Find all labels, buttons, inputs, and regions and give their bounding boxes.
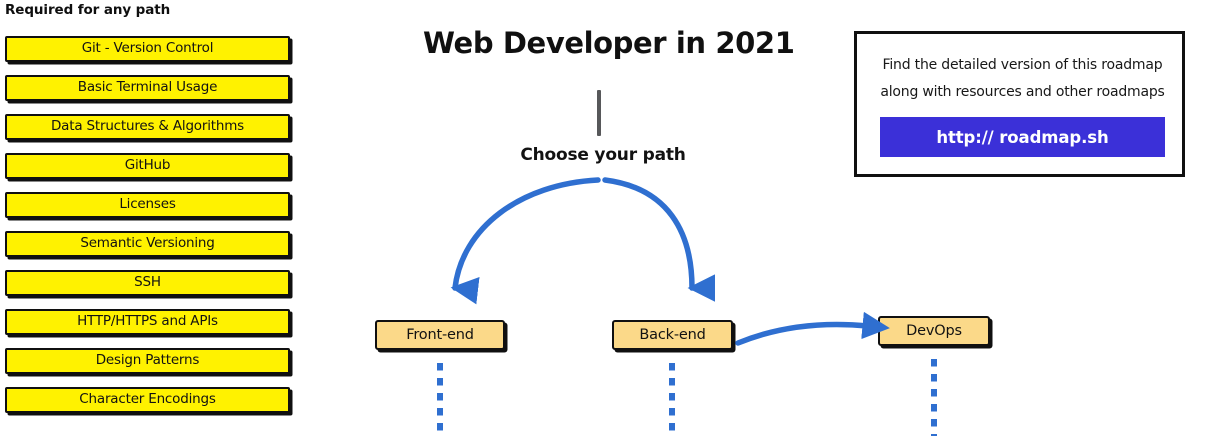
required-skill-bar[interactable]: Semantic Versioning <box>5 231 290 257</box>
roadmap-info-card: Find the detailed version of this roadma… <box>854 31 1185 177</box>
branch-arrows-group <box>450 177 716 305</box>
required-skill-label: Licenses <box>119 196 176 213</box>
backend-to-devops-connector <box>735 311 890 346</box>
required-skill-bar[interactable]: Design Patterns <box>5 348 290 374</box>
path-node-devops-label: DevOps <box>906 322 962 339</box>
required-skill-label: Basic Terminal Usage <box>77 79 218 96</box>
required-skill-bar[interactable]: Licenses <box>5 192 290 218</box>
path-node-backend[interactable]: Back-end <box>612 320 733 350</box>
required-skill-label: Semantic Versioning <box>80 235 215 252</box>
dotted-line-icon-frontend <box>437 363 443 436</box>
required-skill-bar[interactable]: Data Structures & Algorithms <box>5 114 290 140</box>
curved-arrow-right-icon <box>735 311 890 346</box>
required-skill-label: Character Encodings <box>79 391 216 408</box>
required-skill-bar[interactable]: Character Encodings <box>5 387 290 413</box>
required-skill-label: Git - Version Control <box>81 40 214 57</box>
path-node-frontend[interactable]: Front-end <box>375 320 505 350</box>
required-skill-bar[interactable]: Git - Version Control <box>5 36 290 62</box>
required-skill-label: SSH <box>134 274 161 291</box>
required-skill-bar[interactable]: Basic Terminal Usage <box>5 75 290 101</box>
curved-arrow-down-right-icon <box>602 177 716 302</box>
required-skills-section: Required for any path Git - Version Cont… <box>0 0 300 436</box>
vertical-line-icon <box>597 90 601 136</box>
page-title: Web Developer in 2021 <box>423 26 795 60</box>
required-skill-bar[interactable]: HTTP/HTTPS and APIs <box>5 309 290 335</box>
path-node-backend-label: Back-end <box>639 326 706 343</box>
required-skill-label: Design Patterns <box>95 352 200 369</box>
required-skill-bar[interactable]: SSH <box>5 270 290 296</box>
required-skill-label: Data Structures & Algorithms <box>50 118 245 135</box>
path-node-devops[interactable]: DevOps <box>878 316 990 346</box>
curved-arrow-down-left-icon <box>450 177 601 305</box>
roadmap-link-label: http:// roadmap.sh <box>936 127 1109 147</box>
path-node-frontend-label: Front-end <box>406 326 474 343</box>
dotted-line-icon-devops <box>931 359 937 436</box>
dotted-line-icon-backend <box>669 363 675 436</box>
required-skill-bar[interactable]: GitHub <box>5 153 290 179</box>
info-card-line-1: Find the detailed version of this roadma… <box>882 57 1163 73</box>
required-skill-label: HTTP/HTTPS and APIs <box>77 313 218 330</box>
required-skill-label: GitHub <box>124 157 171 174</box>
choose-your-path-label: Choose your path <box>520 145 686 165</box>
required-section-heading: Required for any path <box>5 2 171 18</box>
roadmap-link-button[interactable]: http:// roadmap.sh <box>880 117 1165 157</box>
info-card-line-2: along with resources and other roadmaps <box>880 84 1165 100</box>
